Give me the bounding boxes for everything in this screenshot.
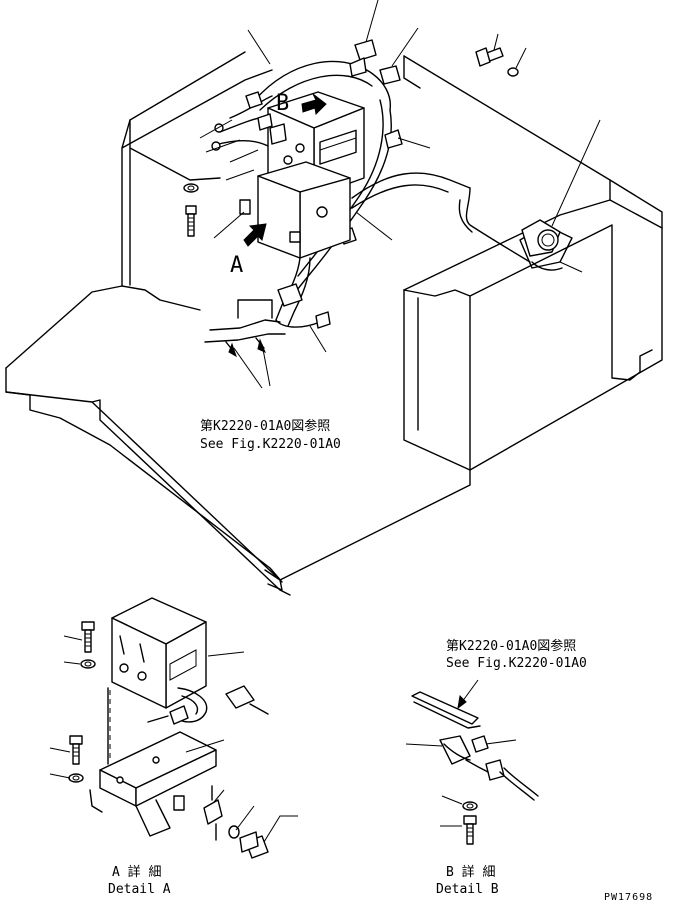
detail-b-ref-jp: 第K2220-01A0図参照 [446,638,576,654]
mounting-bracket [257,161,351,259]
detail-b-ref-en: See Fig.K2220-01A0 [446,656,587,671]
drawing-code: PW17698 [604,892,653,903]
detail-a-title-en: Detail A [108,882,171,897]
detail-a-fasteners [68,621,269,859]
main-fasteners [183,47,519,237]
detail-a-leaders [49,635,298,843]
lower-harness [204,257,331,353]
detail-b-title-en: Detail B [436,882,499,897]
arrow-b-icon [301,93,327,116]
detail-b-title-jp: B 詳 細 [446,864,495,880]
right-component [519,219,573,271]
detail-a-view: A 詳 細 Detail A [49,597,298,897]
right-tank [403,55,663,471]
main-assembly-view: B A 第K2220-01A0図参照 See Fig.K2220- [5,0,663,596]
left-harness [211,91,287,215]
detail-a-title-jp: A 詳 細 [112,864,161,880]
main-ref-en: See Fig.K2220-01A0 [200,437,341,452]
detail-b-view: 第K2220-01A0図参照 See Fig.K2220-01A0 B 詳 細 … [405,638,587,897]
callout-b: B [276,91,289,116]
callout-a: A [230,253,243,278]
main-ref-jp: 第K2220-01A0図参照 [200,418,330,434]
upper-wiring [254,39,531,306]
main-leader-lines [199,0,601,389]
floor-frame [5,51,471,596]
arrow-a-icon [243,223,267,247]
